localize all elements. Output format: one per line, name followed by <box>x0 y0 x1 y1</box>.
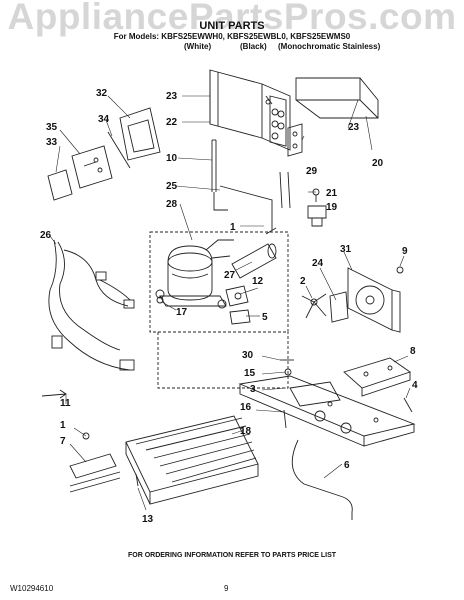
watermark: AppliancePartsPros.com <box>7 0 457 37</box>
part-screw-16 <box>283 409 287 429</box>
part-sensor-11 <box>41 389 67 399</box>
callout-4: 4 <box>412 380 418 391</box>
callout-6: 6 <box>344 460 350 471</box>
part-grommet <box>156 296 164 304</box>
part-wire-harness <box>48 239 135 371</box>
callout-labels: 23 22 10 25 28 1 23 20 29 21 19 32 34 35… <box>40 88 418 525</box>
variant-black: (Black) <box>240 42 267 51</box>
callout-15: 15 <box>244 368 256 379</box>
callout-19: 19 <box>326 202 338 213</box>
callout-2: 2 <box>300 276 306 287</box>
part-base-pan <box>238 375 416 447</box>
callout-34: 34 <box>98 114 110 125</box>
part-evaporator <box>125 415 259 505</box>
variant-white: (White) <box>184 42 212 51</box>
part-screw-21 <box>312 188 320 202</box>
callout-1b: 1 <box>60 420 66 431</box>
callout-25: 25 <box>166 181 178 192</box>
callout-12: 12 <box>252 276 264 287</box>
part-drain-tube <box>291 439 353 520</box>
variant-stainless: (Monochromatic Stainless) <box>278 42 381 51</box>
callout-1a: 1 <box>230 222 236 233</box>
callout-17: 17 <box>176 307 188 318</box>
callout-16: 16 <box>240 402 252 413</box>
callout-31: 31 <box>340 244 352 255</box>
model-list: For Models: KBFS25EWWH0, KBFS25EWBL0, KB… <box>113 32 351 41</box>
part-bracket-29 <box>287 123 303 157</box>
part-screw-4 <box>403 397 413 413</box>
callout-33: 33 <box>46 137 58 148</box>
callout-9: 9 <box>402 246 408 257</box>
callout-24: 24 <box>312 258 324 269</box>
callout-23b: 23 <box>348 122 360 133</box>
part-capacitor <box>231 227 277 279</box>
part-bracket-32 <box>119 107 161 161</box>
callout-27: 27 <box>224 270 236 281</box>
part-tubing <box>219 171 291 230</box>
callout-11: 11 <box>60 398 71 409</box>
callout-29: 29 <box>306 166 318 177</box>
compressor-group-box <box>149 231 289 333</box>
callout-23a: 23 <box>166 91 178 102</box>
callout-18: 18 <box>240 426 252 437</box>
callout-7: 7 <box>60 436 66 447</box>
callout-28: 28 <box>166 199 178 210</box>
callout-30: 30 <box>242 350 254 361</box>
callout-8: 8 <box>410 346 416 357</box>
page-title: UNIT PARTS <box>199 20 265 32</box>
part-shroud <box>295 77 379 119</box>
callout-21: 21 <box>326 188 338 199</box>
callout-35: 35 <box>46 122 58 133</box>
part-condenser-bracket <box>209 69 291 151</box>
part-compressor <box>155 239 234 309</box>
callout-22: 22 <box>166 117 178 128</box>
callout-5: 5 <box>262 312 268 323</box>
document-number: W10294610 <box>10 584 54 593</box>
part-control-board <box>71 145 113 189</box>
part-clip-19 <box>307 205 327 227</box>
part-screw-13 <box>135 473 139 487</box>
callout-13: 13 <box>142 514 154 525</box>
part-drier <box>211 139 228 211</box>
callout-10: 10 <box>166 153 178 164</box>
part-rod <box>107 131 131 169</box>
ordering-note: FOR ORDERING INFORMATION REFER TO PARTS … <box>127 552 337 559</box>
leader-lines <box>49 95 411 511</box>
part-bracket-8 <box>343 357 411 397</box>
part-cover <box>47 169 73 201</box>
callout-3: 3 <box>250 384 256 395</box>
callout-32: 32 <box>96 88 108 99</box>
callout-20: 20 <box>372 158 384 169</box>
page-number: 9 <box>224 584 229 593</box>
part-heater <box>69 432 121 493</box>
part-relay <box>225 285 251 325</box>
part-fan-assembly <box>301 266 404 333</box>
callout-26: 26 <box>40 230 52 241</box>
